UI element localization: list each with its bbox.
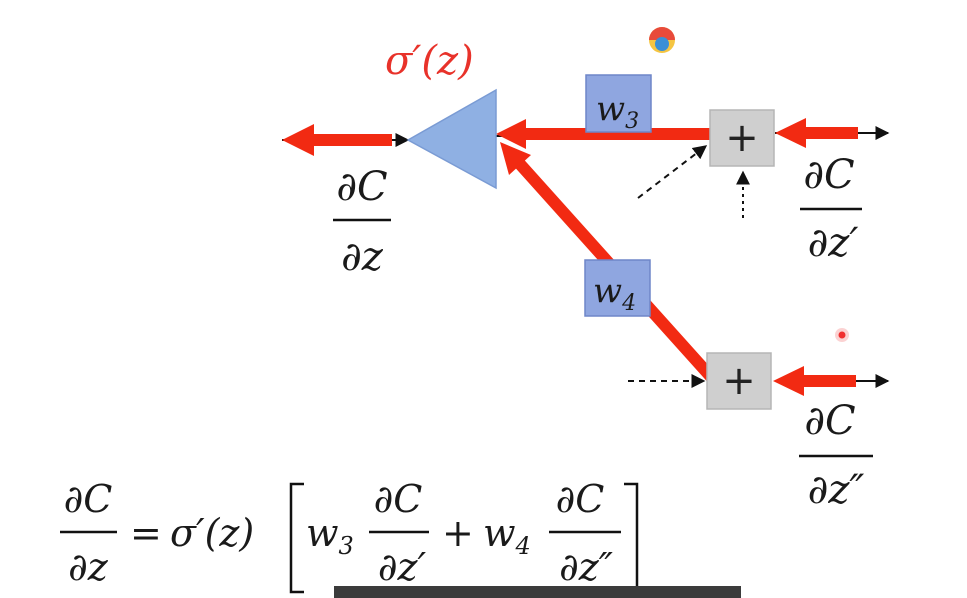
fraction-dc-dz-prime: ∂C ∂z′ [800,152,862,266]
svg-text:∂z″: ∂z″ [808,467,865,513]
svg-text:∂C: ∂C [374,477,423,521]
svg-text:∂C: ∂C [804,398,855,444]
svg-text:∂C: ∂C [336,164,387,210]
chain-rule-equation: ∂C ∂z = σ′(z) w3 ∂C ∂z′ + w4 ∂C ∂z″ [60,477,639,594]
svg-text:=: = [130,511,162,555]
plus-node-top: + [709,109,775,167]
svg-text:∂C: ∂C [803,152,854,198]
svg-text:σ′(z): σ′(z) [170,511,254,555]
weight-box-w3: w3 [585,74,652,134]
svg-text:∂z: ∂z [68,545,109,589]
svg-text:+: + [725,115,759,161]
subtitle-bar [334,586,741,598]
svg-text:∂z: ∂z [341,234,384,280]
activation-label: σ′(z) [385,38,474,84]
svg-text:w4: w4 [483,511,531,560]
svg-text:∂z′: ∂z′ [378,545,427,589]
svg-text:+: + [442,511,474,555]
svg-text:∂C: ∂C [64,477,113,521]
pointer-dot [835,328,849,342]
svg-text:w4: w4 [593,271,636,316]
logo-icon [649,27,675,53]
plus-node-bottom: + [706,352,772,410]
fraction-dc-dz: ∂C ∂z [333,164,391,280]
svg-text:w3: w3 [596,89,639,134]
svg-text:∂z″: ∂z″ [559,545,613,589]
svg-text:∂z′: ∂z′ [808,220,859,266]
svg-text:w3: w3 [306,511,354,560]
fraction-dc-dz-double-prime: ∂C ∂z″ [799,398,873,513]
svg-text:∂C: ∂C [556,477,605,521]
svg-text:+: + [722,358,756,404]
activation-triangle [406,88,497,190]
weight-box-w4: w4 [584,259,651,317]
